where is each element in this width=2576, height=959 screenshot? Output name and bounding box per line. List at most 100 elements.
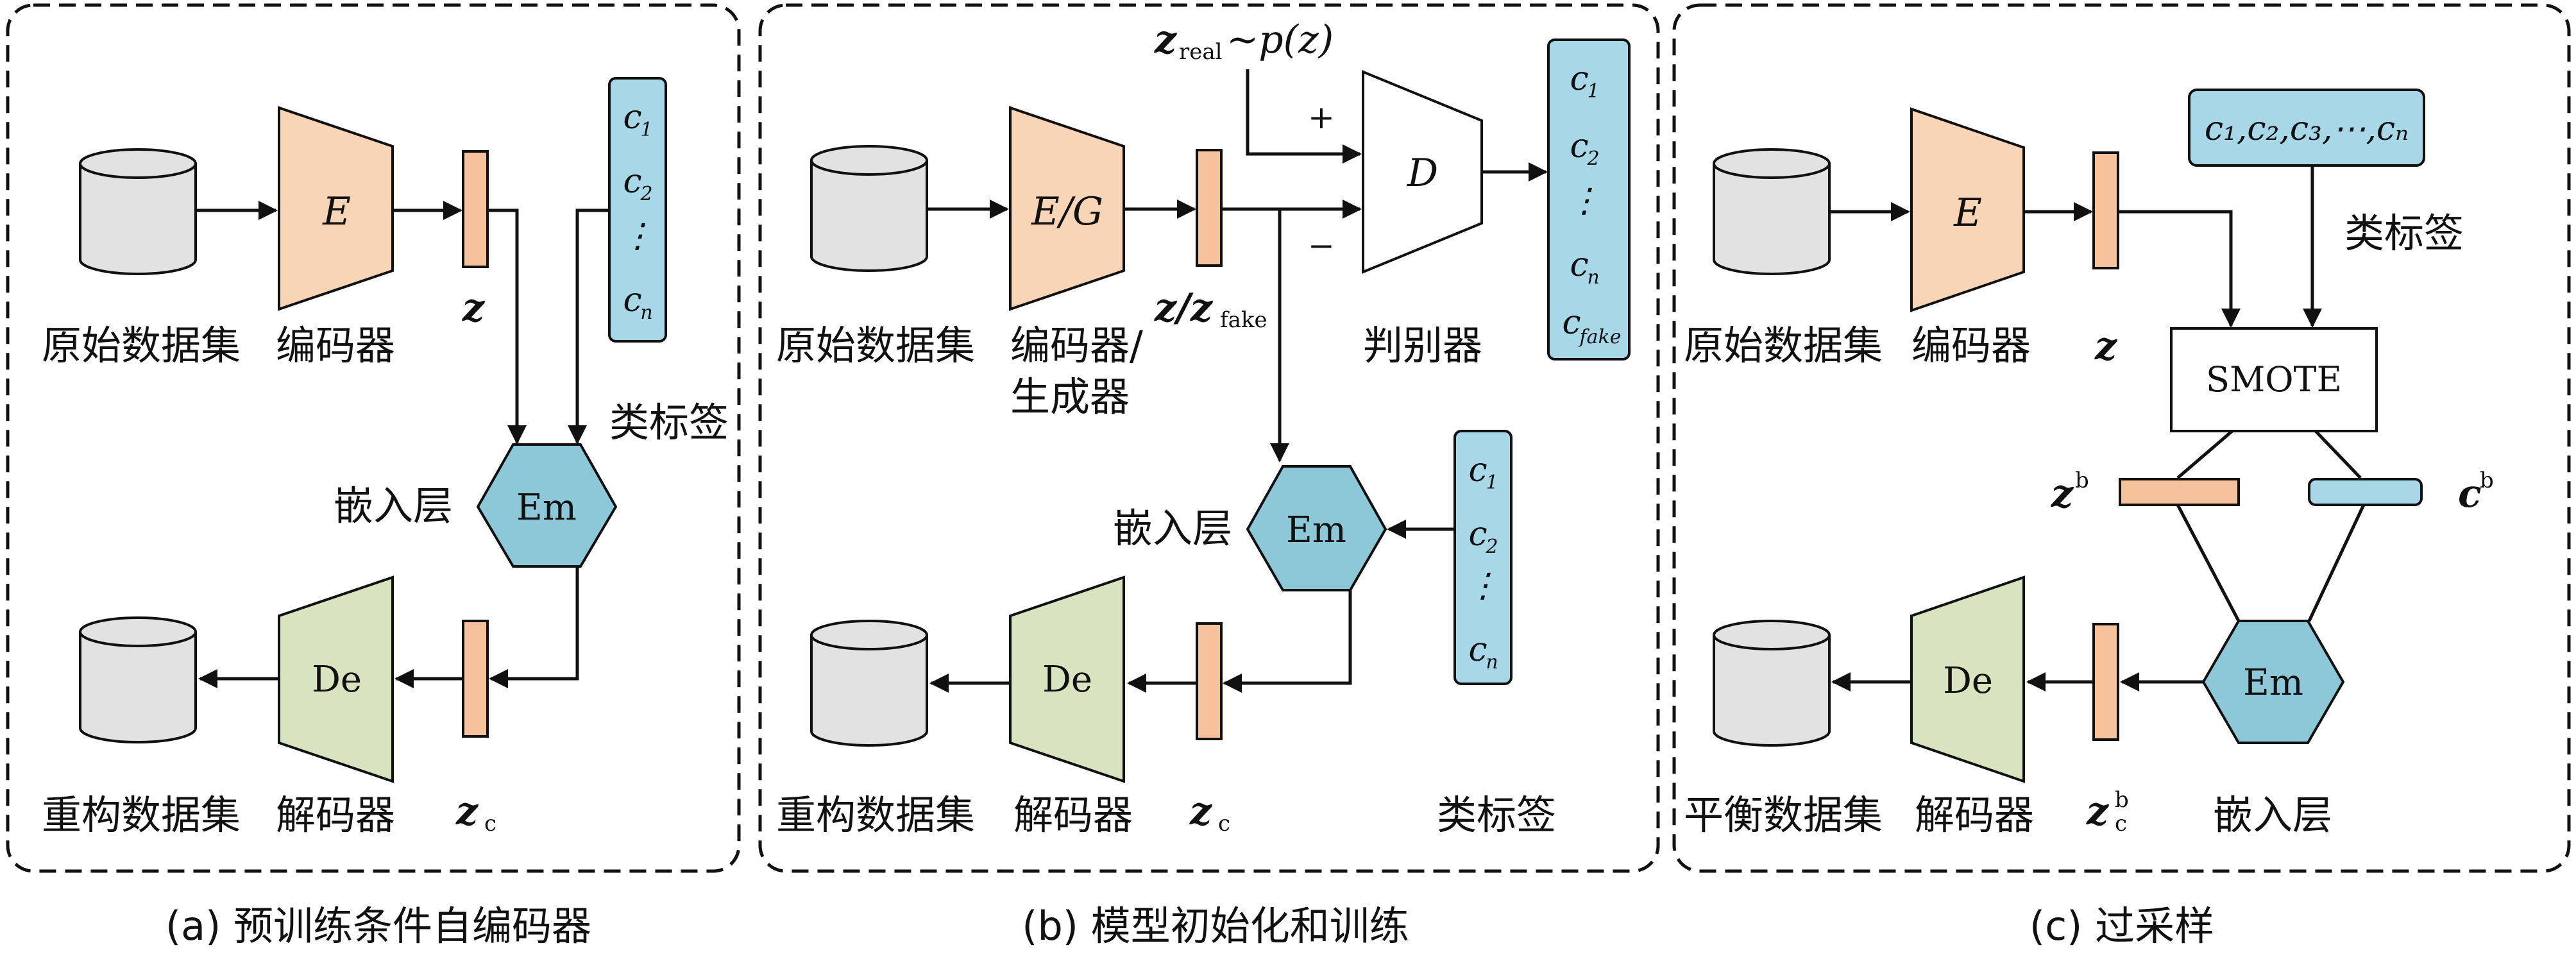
class-labels-entries: c 1 c 2 ⋮ c n <box>1466 451 1500 674</box>
decoder-label: 解码器 <box>1013 792 1133 838</box>
latent-zc-bar <box>462 620 489 738</box>
class-label-ellipsis: ⋮ <box>1466 566 1500 605</box>
class-label-1: c <box>623 98 641 137</box>
disc-output-1-sub: 1 <box>1587 80 1599 103</box>
z-real-sub: real <box>1179 39 1223 65</box>
latent-z-bar <box>2092 151 2119 269</box>
decoder-label: 解码器 <box>1915 792 2034 838</box>
panel-c-caption: (c) 过采样 <box>2029 903 2214 949</box>
embedding-symbol: Em <box>1286 509 1346 551</box>
class-label-1: c <box>1468 451 1487 489</box>
latent-z-label: z <box>462 285 486 330</box>
encoder-generator-block <box>1009 106 1125 311</box>
disc-output-n: c <box>1570 246 1588 284</box>
latent-z-fake-bar <box>1196 149 1223 267</box>
encoder-block <box>278 106 394 311</box>
panel-a-border <box>6 3 741 873</box>
encoder-symbol: E <box>1953 191 1982 235</box>
decoder-symbol: De <box>312 659 362 700</box>
embedding-label: 嵌入层 <box>2213 792 2332 838</box>
class-labels-box <box>2188 89 2425 167</box>
encoder-label: 编码器 <box>276 322 395 369</box>
minus-sign: − <box>1308 227 1335 264</box>
encoder-label: 编码器 <box>1911 322 2031 369</box>
disc-output-1: c <box>1570 60 1588 98</box>
class-label-2-sub: 2 <box>1485 536 1498 558</box>
balanced-dataset-label: 平衡数据集 <box>1684 792 1883 838</box>
z-real-label: z <box>1154 17 1178 62</box>
encoder-symbol: E <box>322 189 351 234</box>
balanced-label-sup: b <box>2480 468 2494 493</box>
balanced-zc-bar <box>2092 623 2119 741</box>
encoder-block <box>1910 107 2025 312</box>
decoder-symbol: De <box>1042 659 1092 700</box>
embedding-layer-hexagon <box>2201 620 2345 744</box>
class-labels-box <box>1453 430 1513 685</box>
disc-output-ellipsis: ⋮ <box>1568 182 1601 220</box>
latent-z-label: z <box>2094 324 2118 369</box>
disc-output-fake-sub: fake <box>1579 326 1622 348</box>
smote-label: SMOTE <box>2206 359 2342 400</box>
embedding-label: 嵌入层 <box>1113 505 1232 552</box>
embedding-layer-hexagon <box>1246 465 1387 591</box>
latent-zc-bar <box>1196 622 1223 740</box>
source-dataset-label: 原始数据集 <box>776 322 975 369</box>
balanced-label-label: c <box>2458 471 2482 516</box>
latent-zc-label: z <box>1189 789 1213 834</box>
class-label-ellipsis: ⋮ <box>621 217 654 255</box>
class-labels-entries: c 1 c 2 ⋮ c n <box>621 98 654 324</box>
z-real-distribution: ∼p(z) <box>1226 17 1334 62</box>
reconstructed-dataset-label: 重构数据集 <box>42 792 241 838</box>
decoder-label: 解码器 <box>276 792 395 838</box>
smote-box <box>2170 327 2378 432</box>
latent-zc-sub: c <box>1218 811 1230 836</box>
panel-b: 原始数据集 E/G 编码器/ 生成器 z/z fake − z real ∼p(… <box>758 3 1660 949</box>
balanced-latent-label: z <box>2051 471 2074 516</box>
panel-a-caption: (a) 预训练条件自编码器 <box>165 903 591 949</box>
discriminator-output-box <box>1547 38 1631 361</box>
class-label-1-sub: 1 <box>1486 471 1498 494</box>
latent-z-bar <box>462 150 489 268</box>
balanced-zc-sub: c <box>2115 811 2127 836</box>
class-label-n: c <box>1468 631 1487 669</box>
class-label-2: c <box>1468 515 1487 554</box>
decoder-symbol: De <box>1943 660 1993 702</box>
balanced-zc-sup: b <box>2115 787 2129 813</box>
latent-z-fake-sub: fake <box>1220 307 1267 333</box>
decoder-block <box>1009 575 1125 783</box>
disc-output-2: c <box>1570 127 1588 165</box>
discriminator-label: 判别器 <box>1363 322 1482 369</box>
balanced-latent-bar <box>2119 478 2240 506</box>
class-labels-caption: 类标签 <box>609 399 729 446</box>
balanced-latent-sup: b <box>2075 468 2089 493</box>
encoder-generator-label-2: 生成器 <box>1010 373 1130 420</box>
reconstructed-dataset-icon <box>810 620 928 747</box>
embedding-layer-hexagon <box>476 443 618 568</box>
class-labels-caption: 类标签 <box>2344 210 2464 257</box>
embedding-symbol: Em <box>516 487 577 529</box>
panel-c: 原始数据集 E 编码器 z c₁,c₂,c₃,⋯,cₙ 类标签 SMOTE z … <box>1672 3 2571 949</box>
encoder-generator-label-1: 编码器/ <box>1010 322 1143 369</box>
discriminator-block <box>1362 70 1483 274</box>
disc-output-fake: c <box>1562 303 1580 342</box>
class-label-n-sub: n <box>640 301 652 324</box>
class-labels-values: c₁,c₂,c₃,⋯,cₙ <box>2205 110 2409 148</box>
disc-output-2-sub: 2 <box>1586 148 1599 170</box>
panel-b-caption: (b) 模型初始化和训练 <box>1022 903 1409 949</box>
disc-output-n-sub: n <box>1587 266 1599 289</box>
panel-b-border <box>758 3 1660 873</box>
discriminator-output-entries: c 1 c 2 ⋮ c n c fake <box>1562 60 1621 348</box>
reconstructed-dataset-label: 重构数据集 <box>776 792 975 838</box>
embedding-label: 嵌入层 <box>334 482 453 529</box>
class-label-n-sub: n <box>1486 651 1498 674</box>
class-label-2: c <box>623 162 641 201</box>
source-dataset-label: 原始数据集 <box>42 322 241 369</box>
source-dataset-label: 原始数据集 <box>1684 322 1883 369</box>
class-label-n: c <box>623 281 641 319</box>
class-label-1-sub: 1 <box>640 119 652 141</box>
decoder-block <box>278 575 394 783</box>
discriminator-symbol: D <box>1407 151 1438 196</box>
panel-a: 原始数据集 E 编码器 z c 1 c 2 ⋮ c n 类标签 Em 嵌入层 <box>6 3 741 949</box>
embedding-symbol: Em <box>2243 662 2303 704</box>
